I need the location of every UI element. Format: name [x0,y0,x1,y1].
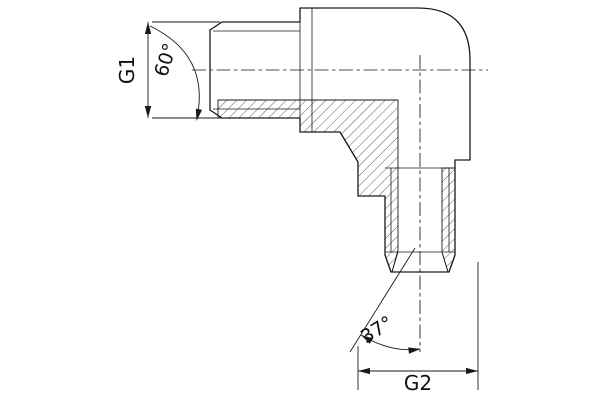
g1-label: G1 [115,56,139,84]
angle-37-leg-line [349,247,416,353]
angle-60-arc [149,25,200,119]
flare-cone-line-right [441,251,449,273]
fitting-outline [209,7,471,273]
angle-60-arrowhead [195,108,203,121]
g2-arrowhead-left [358,367,370,375]
angle-60-label: 60° [150,41,181,80]
centerlines [192,55,488,352]
angle-37-annotation: 37° [349,247,421,354]
g1-arrowhead-top [144,22,152,34]
fitting-body [209,7,471,273]
dimension-g2: G2 [357,262,479,395]
angle-37-label: 37° [357,312,397,349]
dimension-g1: G1 [115,21,220,119]
flare-cone-line-left [391,251,399,273]
hatch-section-left-wall [217,99,399,273]
angle-60-annotation: 60° [149,25,203,121]
hatch-section-right-wall [441,167,456,273]
angle-37-arrowhead-left [361,335,373,344]
g2-arrowhead-right [466,367,478,375]
g2-label: G2 [404,371,432,395]
g1-arrowhead-bottom [144,106,152,118]
angle-37-arrowhead-right [408,347,421,354]
